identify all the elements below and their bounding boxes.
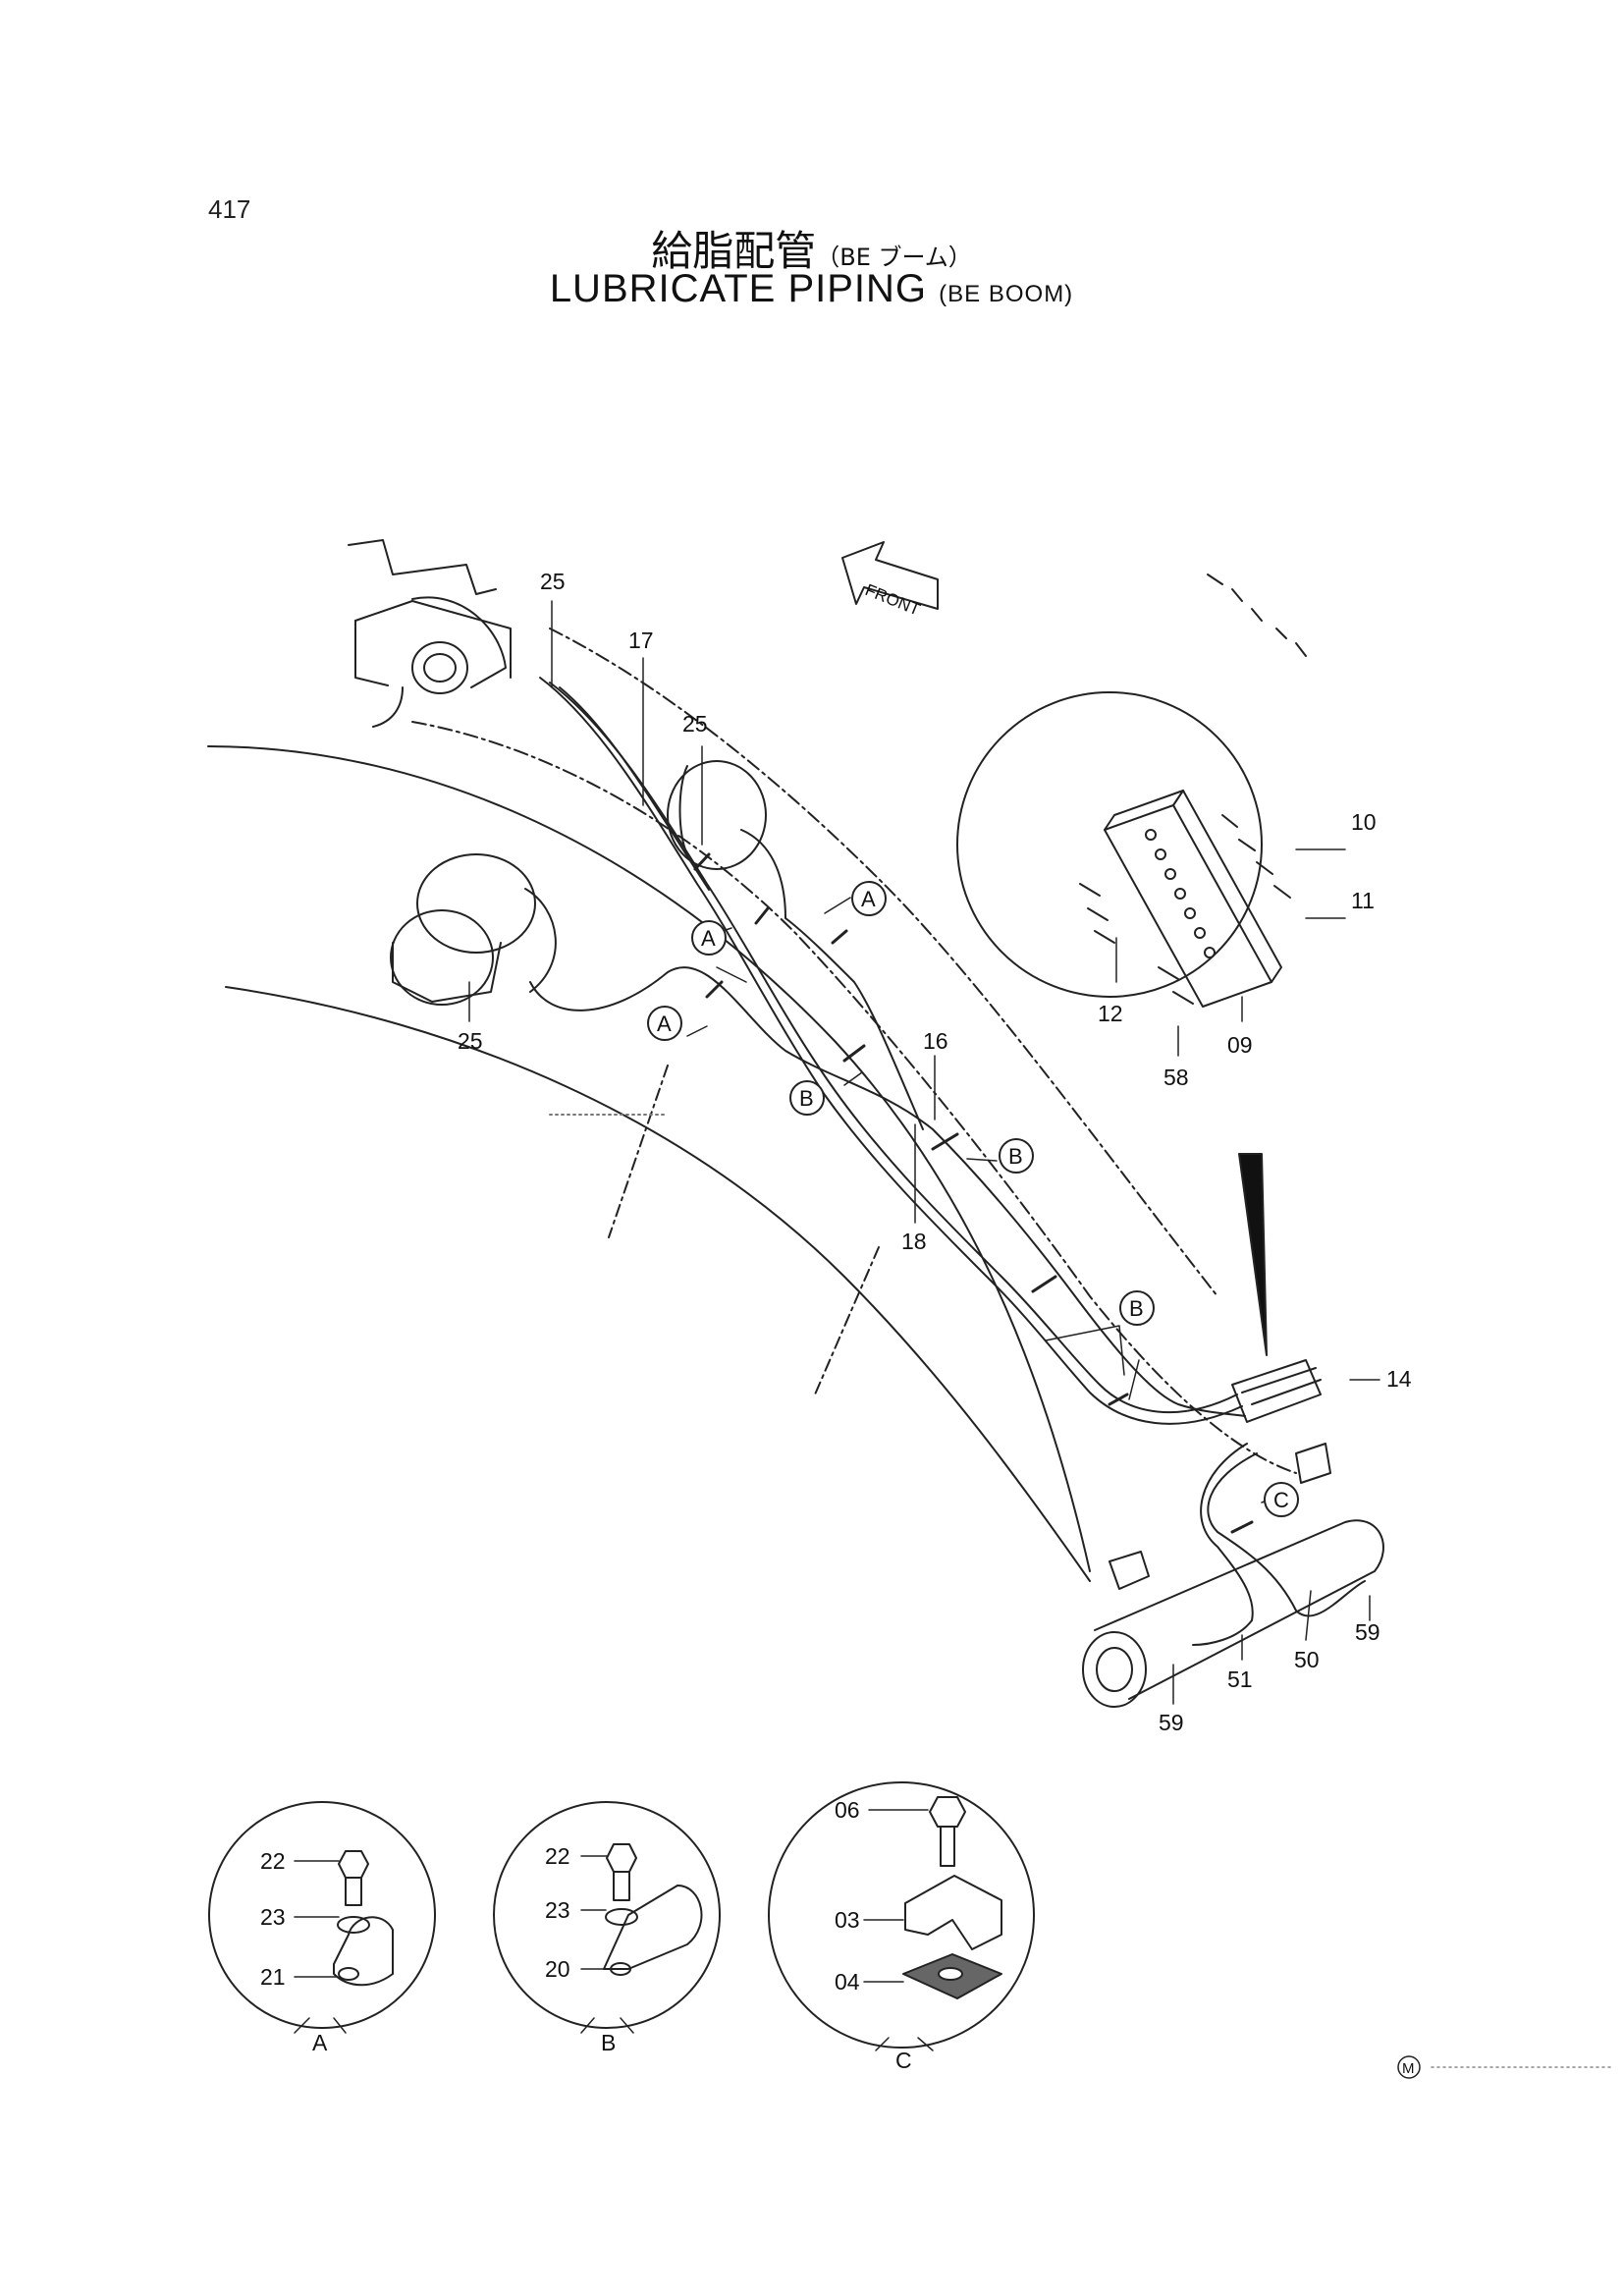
leader-wedge [1238, 1153, 1268, 1356]
callout-59-left: 59 [1159, 1710, 1184, 1735]
detail-view-a [208, 1801, 436, 2029]
detail-a-part-1: 22 [260, 1848, 286, 1874]
detail-b-part-2: 23 [545, 1897, 570, 1923]
callout-59-right: 59 [1355, 1619, 1380, 1645]
title-en-sub: (BE BOOM) [939, 281, 1074, 307]
callout-11: 11 [1351, 888, 1375, 913]
front-arrow [841, 541, 939, 610]
callout-10: 10 [1351, 809, 1377, 835]
callout-17: 17 [628, 628, 654, 653]
view-marker-b1: B [789, 1080, 825, 1116]
callout-16: 16 [923, 1028, 948, 1054]
callout-58: 58 [1163, 1065, 1189, 1090]
boom-cylinder-boss [390, 853, 557, 1006]
title-japanese: 給脂配管（BE ブーム） [0, 218, 1623, 278]
svg-text:B: B [1008, 1144, 1023, 1169]
title-en-main: LUBRICATE PIPING [549, 267, 928, 310]
callout-25-top: 25 [540, 569, 566, 594]
detail-c-part-2: 03 [835, 1907, 860, 1933]
lube-manifold [1231, 1359, 1322, 1423]
title-jp-main: 給脂配管 [651, 227, 817, 275]
callout-14: 14 [1386, 1366, 1412, 1392]
callout-51: 51 [1227, 1667, 1253, 1692]
boom-body [207, 628, 1297, 1582]
detail-a-part-2: 23 [260, 1904, 286, 1930]
title-english: LUBRICATE PIPING (BE BOOM) [0, 267, 1623, 311]
svg-text:A: A [657, 1011, 672, 1036]
detail-leaders [294, 1809, 934, 2051]
detail-b-part-1: 22 [545, 1843, 570, 1869]
manifold-detail-circle [956, 574, 1307, 1008]
pipe-clamps [693, 852, 1254, 1534]
detail-view-b [493, 1801, 721, 2029]
callout-12: 12 [1098, 1001, 1123, 1026]
callout-09: 09 [1227, 1032, 1253, 1058]
title-jp-sub: （BE ブーム） [816, 244, 972, 271]
page-number: 417 [208, 194, 251, 224]
grease-pipe-51 [1192, 1443, 1254, 1646]
svg-text:A: A [701, 926, 716, 951]
boom-tip-boss [1082, 1443, 1384, 1708]
view-marker-a3: A [647, 1006, 682, 1041]
boom-foot-boss [348, 539, 512, 728]
view-marker-a1: A [851, 881, 887, 916]
view-marker-a2: A [691, 920, 727, 956]
callout-18: 18 [901, 1229, 927, 1254]
detail-b-label: B [601, 2030, 616, 2055]
detail-c-part-3: 04 [835, 1969, 860, 1995]
svg-text:A: A [861, 887, 876, 911]
detail-a-label: A [312, 2030, 328, 2055]
leader-lines [468, 600, 1380, 1705]
detail-a-part-3: 21 [260, 1964, 286, 1990]
callout-25-mid: 25 [682, 711, 708, 737]
grease-pipe-16 [549, 682, 1238, 1414]
svg-text:M: M [1402, 2060, 1415, 2077]
view-marker-b3: B [1119, 1290, 1155, 1326]
view-marker-b2: B [999, 1138, 1034, 1174]
grease-pipe-50 [1207, 1452, 1366, 1617]
svg-text:B: B [1129, 1296, 1144, 1321]
front-arrow-label: FRONT [863, 580, 923, 620]
callout-50: 50 [1294, 1647, 1320, 1672]
detail-c-part-1: 06 [835, 1797, 860, 1823]
callout-labels: 25 17 25 25 16 18 10 11 12 09 58 14 59 5… [458, 569, 1412, 1735]
callout-25-left: 25 [458, 1028, 483, 1054]
detail-c-label: C [895, 2048, 912, 2073]
view-marker-c1: C [1264, 1482, 1299, 1517]
detail-b-part-3: 20 [545, 1956, 570, 1982]
grease-pipe-18 [529, 829, 1246, 1417]
detail-labels: 22 23 21 A 22 23 20 B 06 03 04 C [260, 1797, 912, 2073]
arm-cylinder-boss [667, 760, 767, 870]
grease-pipe-17 [539, 677, 1243, 1425]
mark-m: M [1397, 2055, 1421, 2079]
detail-view-c [768, 1781, 1035, 2049]
svg-text:B: B [799, 1086, 814, 1111]
svg-text:C: C [1273, 1488, 1289, 1512]
view-markers: A A A B B B C [647, 881, 1299, 1517]
